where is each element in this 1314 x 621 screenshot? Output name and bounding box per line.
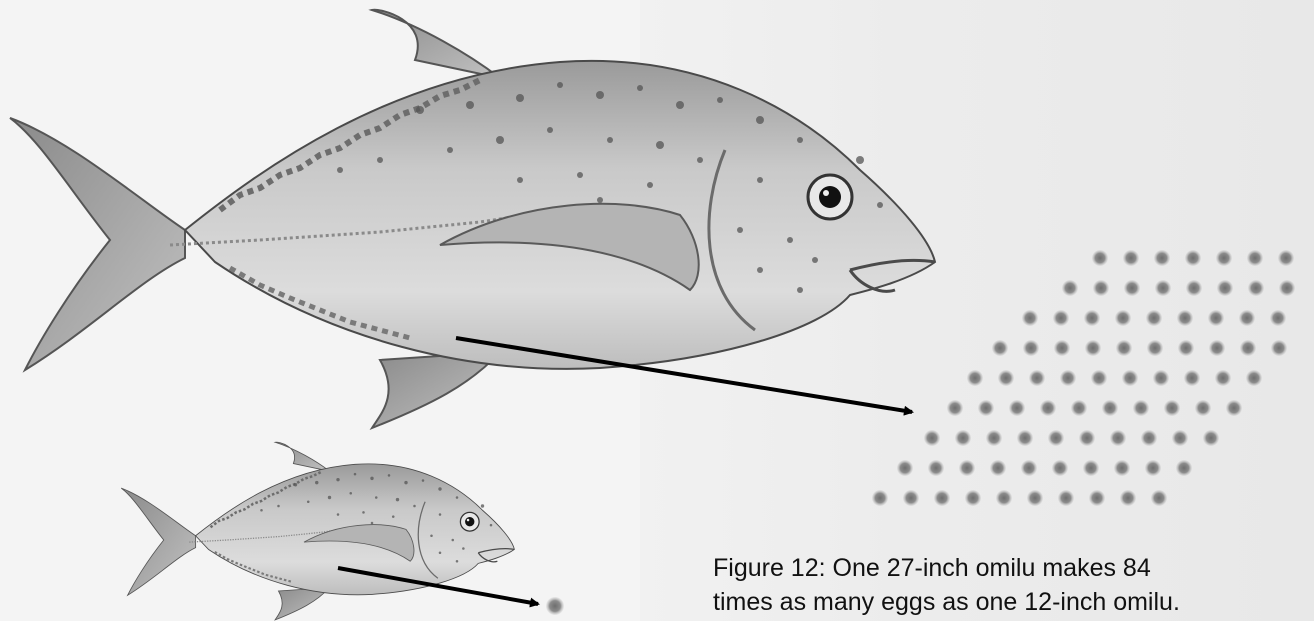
egg (1110, 430, 1126, 446)
egg (1209, 340, 1225, 356)
caption-line-2: times as many eggs as one 12-inch omilu. (713, 585, 1313, 619)
egg (1124, 280, 1140, 296)
egg (1226, 400, 1242, 416)
egg (1089, 490, 1105, 506)
egg (924, 430, 940, 446)
egg (1240, 340, 1256, 356)
small-omilu-illustration (121, 442, 514, 620)
egg (1083, 460, 1099, 476)
egg (1153, 370, 1169, 386)
egg (1271, 340, 1287, 356)
egg (1184, 370, 1200, 386)
egg (1093, 280, 1109, 296)
egg (1091, 370, 1107, 386)
egg (897, 460, 913, 476)
egg (1151, 490, 1167, 506)
egg (1054, 340, 1070, 356)
egg (947, 400, 963, 416)
caption-line-1: Figure 12: One 27-inch omilu makes 84 (713, 551, 1313, 585)
egg (1147, 340, 1163, 356)
large-omilu-illustration (10, 10, 935, 428)
egg (978, 400, 994, 416)
egg (1029, 370, 1045, 386)
egg (1216, 250, 1232, 266)
egg (1215, 370, 1231, 386)
figure-caption: Figure 12: One 27-inch omilu makes 84 ti… (713, 551, 1313, 619)
egg (1164, 400, 1180, 416)
egg (996, 490, 1012, 506)
egg (1247, 250, 1263, 266)
egg (992, 340, 1008, 356)
egg (1062, 280, 1078, 296)
egg (1145, 460, 1161, 476)
egg (1270, 310, 1286, 326)
egg (1141, 430, 1157, 446)
egg (1079, 430, 1095, 446)
egg (1022, 310, 1038, 326)
egg (1178, 340, 1194, 356)
egg (1060, 370, 1076, 386)
egg (959, 460, 975, 476)
egg (1092, 250, 1108, 266)
egg (1154, 250, 1170, 266)
egg (1123, 250, 1139, 266)
egg (1021, 460, 1037, 476)
egg (1133, 400, 1149, 416)
egg (1185, 250, 1201, 266)
egg (986, 430, 1002, 446)
egg (1053, 310, 1069, 326)
large-fish-egg-cluster (872, 250, 1295, 506)
egg (1023, 340, 1039, 356)
small-fish-egg (546, 597, 564, 615)
egg (1239, 310, 1255, 326)
egg (1155, 280, 1171, 296)
egg (1195, 400, 1211, 416)
egg (1203, 430, 1219, 446)
egg (1122, 370, 1138, 386)
egg (1102, 400, 1118, 416)
egg (1278, 250, 1294, 266)
egg (1176, 460, 1192, 476)
egg (1246, 370, 1262, 386)
egg (1052, 460, 1068, 476)
egg (1071, 400, 1087, 416)
egg (1017, 430, 1033, 446)
egg (1208, 310, 1224, 326)
egg (1279, 280, 1295, 296)
egg (1115, 310, 1131, 326)
egg (903, 490, 919, 506)
egg (1248, 280, 1264, 296)
egg (1114, 460, 1130, 476)
egg (965, 490, 981, 506)
egg (990, 460, 1006, 476)
egg (1217, 280, 1233, 296)
egg (998, 370, 1014, 386)
egg (934, 490, 950, 506)
egg (1009, 400, 1025, 416)
egg (1085, 340, 1101, 356)
egg (1058, 490, 1074, 506)
egg (928, 460, 944, 476)
egg (872, 490, 888, 506)
egg (1186, 280, 1202, 296)
egg (967, 370, 983, 386)
egg (955, 430, 971, 446)
egg (1120, 490, 1136, 506)
egg (1048, 430, 1064, 446)
egg (1177, 310, 1193, 326)
egg (1027, 490, 1043, 506)
egg (1116, 340, 1132, 356)
egg (1040, 400, 1056, 416)
egg (1172, 430, 1188, 446)
egg (1146, 310, 1162, 326)
egg (1084, 310, 1100, 326)
